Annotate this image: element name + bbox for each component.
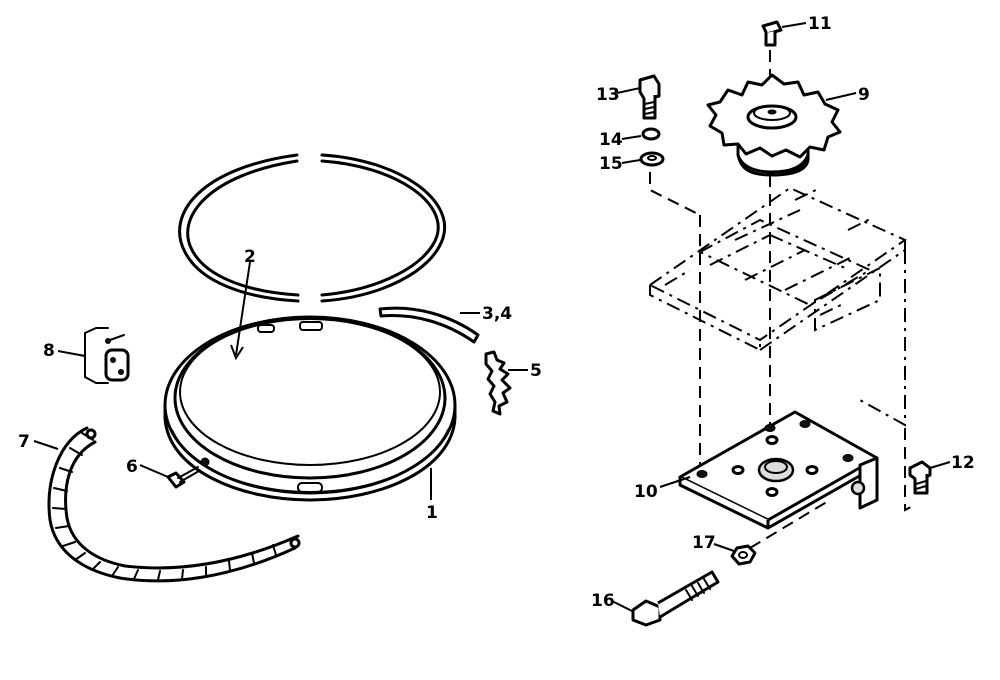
mounting-bracket-outline <box>648 186 908 427</box>
bolt-part-12 <box>908 460 932 495</box>
callout-9: 9 <box>858 85 870 105</box>
callout-13: 13 <box>596 85 620 105</box>
callout-14: 14 <box>599 130 623 150</box>
callout-10: 10 <box>634 482 658 502</box>
leader-lines <box>33 22 951 613</box>
callout-1: 1 <box>426 503 438 523</box>
bolt-part-13 <box>638 74 661 120</box>
callout-17: 17 <box>692 533 716 553</box>
callout-labels: 1 2 3,4 5 6 7 8 9 10 11 12 13 14 15 16 1… <box>18 14 975 611</box>
sprocket-part-9 <box>706 73 842 177</box>
callout-2: 2 <box>244 247 256 267</box>
callout-6: 6 <box>126 457 138 477</box>
callout-5: 5 <box>530 361 542 381</box>
callout-8: 8 <box>43 341 55 361</box>
washer-part-15 <box>639 151 665 167</box>
nut-part-17 <box>730 544 757 566</box>
toothed-segment-part-5 <box>484 350 512 416</box>
curved-strip-part-3-4 <box>378 306 480 344</box>
main-ring-part-1 <box>163 315 457 502</box>
chain-part-7 <box>47 426 301 583</box>
base-plate-part-10 <box>678 410 879 530</box>
bolt-part-11 <box>761 20 783 47</box>
long-bolt-part-16 <box>631 570 720 627</box>
callout-7: 7 <box>18 432 30 452</box>
screw-part-6 <box>166 466 200 489</box>
callout-11: 11 <box>808 14 832 34</box>
callout-16: 16 <box>591 591 615 611</box>
connecting-link-part-8 <box>84 327 130 384</box>
callout-15: 15 <box>599 154 623 174</box>
split-ring-part-2 <box>178 153 447 303</box>
callout-12: 12 <box>951 453 975 473</box>
lock-washer-part-14 <box>641 127 661 141</box>
callout-3-4: 3,4 <box>482 304 512 324</box>
